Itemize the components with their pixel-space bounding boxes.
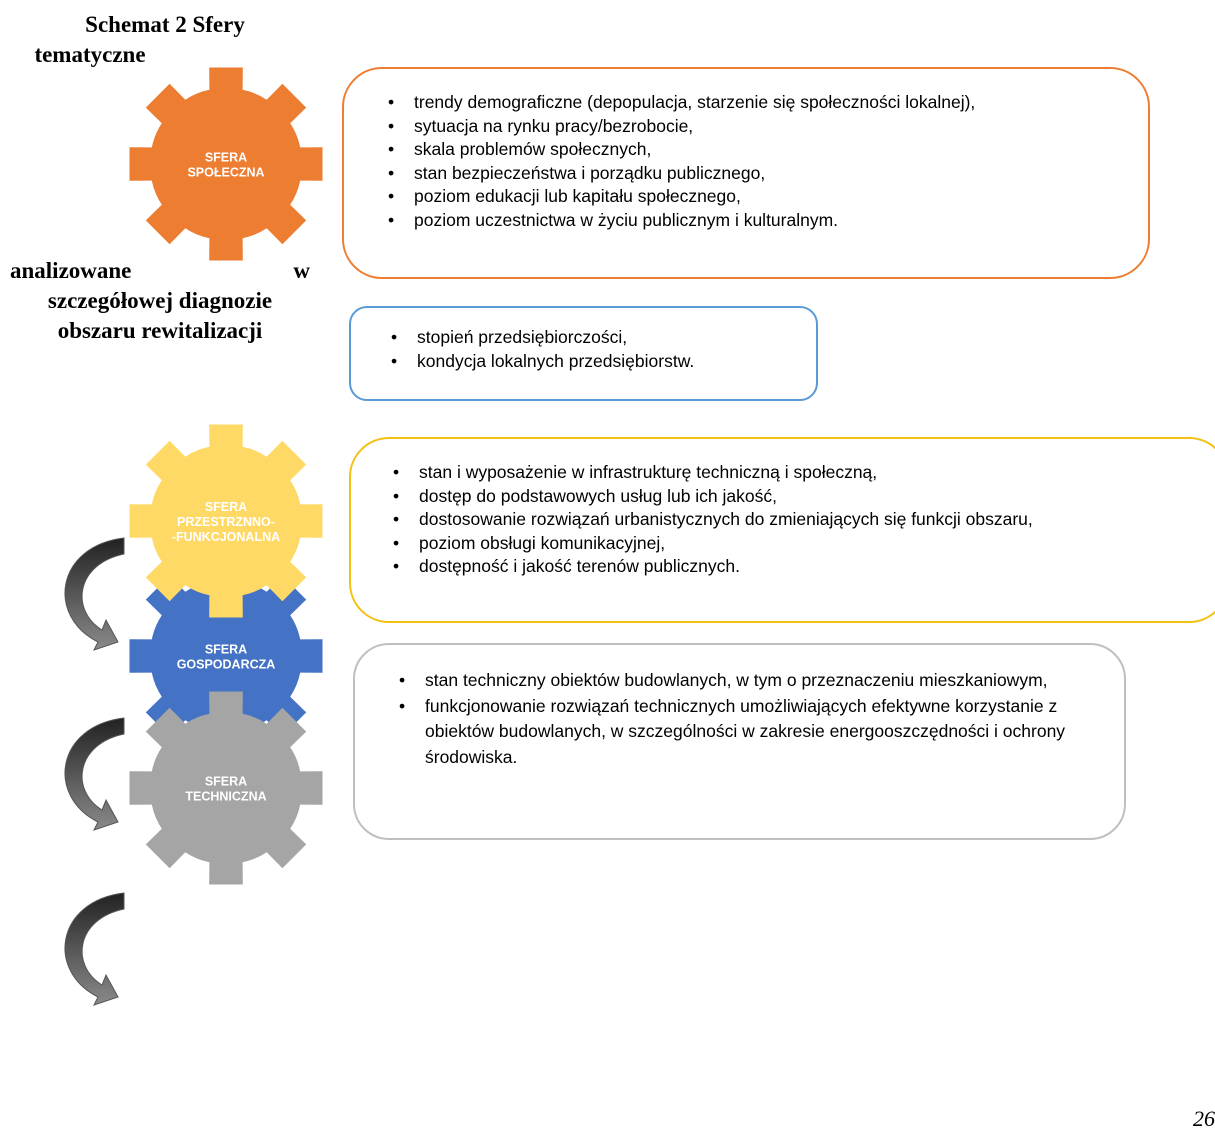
- list-item: poziom edukacji lub kapitału społecznego…: [386, 185, 1148, 209]
- list-item: funkcjonowanie rozwiązań technicznych um…: [397, 694, 1087, 771]
- gear-przestrzenna-label-line2: PRZESTRZNNO-: [177, 515, 275, 529]
- gear-spoleczna-icon: [129, 67, 323, 261]
- gear-techniczna-icon: [129, 691, 323, 885]
- gear-spoleczna-label-line1: SFERA: [205, 151, 247, 165]
- gear-przestrzenna-label-line3: -FUNKCJONALNA: [172, 530, 280, 544]
- subtitle-word-w: w: [293, 258, 310, 283]
- list-item: stan bezpieczeństwa i porządku publiczne…: [386, 162, 1148, 186]
- page-number: 26: [1193, 1106, 1215, 1131]
- box-sfera-gospodarcza: stopień przedsiębiorczości, kondycja lok…: [349, 306, 818, 401]
- gear-gospodarcza-icon: [129, 559, 323, 753]
- list-item: stopień przedsiębiorczości,: [389, 326, 816, 350]
- list-sfera-przestrzenna: stan i wyposażenie w infrastrukturę tech…: [391, 461, 1215, 579]
- list-sfera-techniczna: stan techniczny obiektów budowlanych, w …: [397, 668, 1087, 770]
- gear-spoleczna-label-line2: SPOŁECZNA: [187, 166, 264, 180]
- list-item: poziom obsługi komunikacyjnej,: [391, 532, 1215, 556]
- box-sfera-przestrzenna: stan i wyposażenie w infrastrukturę tech…: [349, 437, 1215, 623]
- curved-arrow-icon: [64, 892, 125, 1006]
- diagram-title-line2: tematyczne: [34, 42, 146, 67]
- list-item: dostosowanie rozwiązań urbanistycznych d…: [391, 508, 1215, 532]
- list-sfera-gospodarcza: stopień przedsiębiorczości, kondycja lok…: [389, 326, 816, 373]
- list-item: kondycja lokalnych przedsiębiorstw.: [389, 350, 816, 374]
- subtitle-line5: obszaru rewitalizacji: [57, 318, 263, 343]
- box-sfera-spoleczna: trendy demograficzne (depopulacja, starz…: [342, 67, 1150, 279]
- list-sfera-spoleczna: trendy demograficzne (depopulacja, starz…: [386, 91, 1148, 232]
- list-item: trendy demograficzne (depopulacja, starz…: [386, 91, 1148, 115]
- gear-techniczna-label-line2: TECHNICZNA: [185, 790, 266, 804]
- subtitle-line4: szczegółowej diagnozie: [47, 288, 273, 313]
- diagram-title-line1: Schemat 2 Sfery: [85, 12, 245, 37]
- gear-przestrzenna-icon: [129, 424, 323, 618]
- list-item: sytuacja na rynku pracy/bezrobocie,: [386, 115, 1148, 139]
- list-item: stan i wyposażenie w infrastrukturę tech…: [391, 461, 1215, 485]
- list-item: stan techniczny obiektów budowlanych, w …: [397, 668, 1087, 694]
- list-item: poziom uczestnictwa w życiu publicznym i…: [386, 209, 1148, 233]
- gear-przestrzenna-label-line1: SFERA: [205, 500, 247, 514]
- curved-arrow-icon: [64, 717, 125, 831]
- list-item: dostęp do podstawowych usług lub ich jak…: [391, 485, 1215, 509]
- list-item: skala problemów społecznych,: [386, 138, 1148, 162]
- box-sfera-techniczna: stan techniczny obiektów budowlanych, w …: [353, 643, 1126, 840]
- gear-techniczna-label-line1: SFERA: [205, 775, 247, 789]
- curved-arrow-icon: [64, 537, 125, 651]
- subtitle-word-analizowane: analizowane: [10, 258, 132, 283]
- gear-gospodarcza-label-line1: SFERA: [205, 643, 247, 657]
- gear-gospodarcza-label-line2: GOSPODARCZA: [177, 658, 276, 672]
- list-item: dostępność i jakość terenów publicznych.: [391, 555, 1215, 579]
- diagram-subtitle: analizowane w szczegółowej diagnozie obs…: [10, 256, 310, 346]
